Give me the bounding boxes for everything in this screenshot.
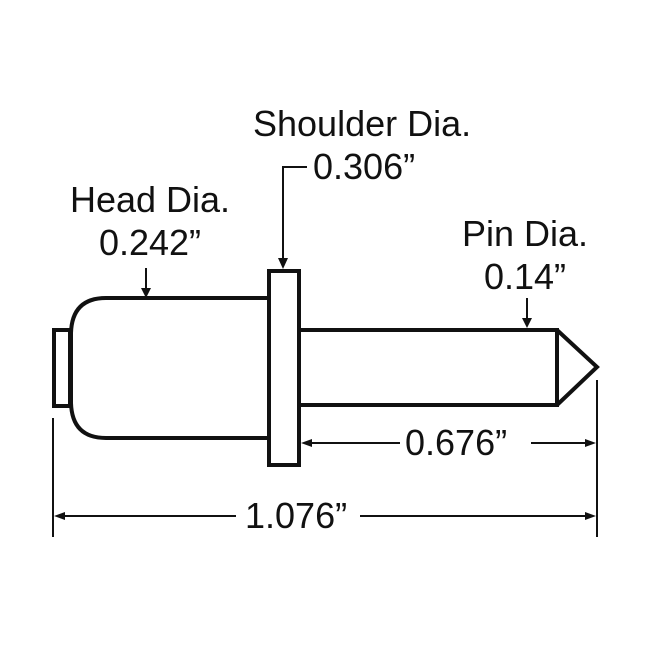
end-cap [52,328,72,408]
pin-shaft [299,328,559,407]
overall-length-value: 1.076” [245,495,348,536]
pin-length-value: 0.676” [405,422,508,463]
pin-dia-label: Pin Dia. [461,213,589,254]
arrowhead [141,288,151,298]
shoulder-dia-value: 0.306” [313,146,416,187]
head-body [69,296,268,440]
pin-dia-value: 0.14” [483,256,567,297]
head-dia-value: 0.242” [98,222,202,263]
shoulder [267,269,301,467]
shoulder-dia-label: Shoulder Dia. [253,103,472,144]
head-dia-label: Head Dia. [69,179,231,220]
pin-tip [555,328,600,407]
